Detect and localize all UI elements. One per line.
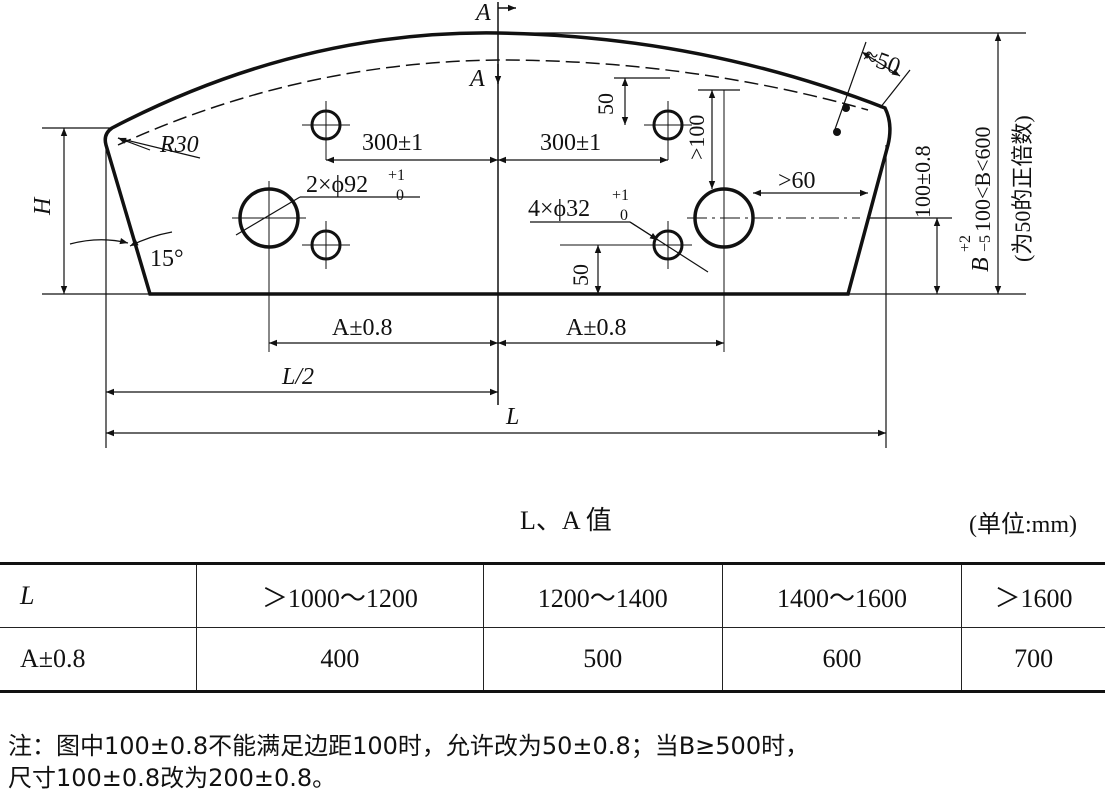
small-hole-callout: 4×ϕ32 — [528, 196, 590, 222]
table-caption: L、A 值 (单位:mm) — [0, 500, 1105, 538]
table-cell: 400 — [196, 627, 484, 693]
footnote-line-2: 尺寸100±0.8改为200±0.8。 — [8, 764, 337, 792]
dim-b-tol-upper: +2 — [957, 235, 974, 252]
dim-gt100: >100 — [684, 115, 709, 160]
table-cell: 700 — [961, 627, 1105, 693]
table-row: A±0.8 400 500 600 700 — [0, 627, 1105, 693]
big-hole-leader — [235, 196, 301, 236]
table-cell: ＞1000～1200 — [196, 562, 484, 628]
dim-a-left: A±0.8 — [332, 315, 393, 341]
table-title: L、A 值 — [520, 506, 612, 535]
big-hole-callout: 2×ϕ92 — [306, 172, 368, 198]
height-label: H — [30, 196, 56, 216]
small-hole-tol-lower: 0 — [620, 207, 628, 224]
dim-300-left: 300±1 — [362, 130, 423, 156]
dim-l-half: L/2 — [281, 364, 314, 390]
section-mark-lower: A — [468, 66, 485, 92]
table-cell: 500 — [482, 627, 723, 693]
dim-50-top: 50 — [593, 93, 618, 115]
dim-l: L — [505, 404, 519, 430]
footnote: 注：图中100±0.8不能满足边距100时，允许改为50±0.8；当B≥500时… — [8, 730, 809, 794]
l-a-value-table: L ＞1000～1200 1200～1400 1400～1600 ＞1600 A… — [0, 562, 1105, 693]
big-hole-tol-upper: +1 — [388, 167, 405, 184]
table-cell: ＞1600 — [961, 562, 1105, 628]
hole-centerlines — [232, 90, 860, 352]
dim-300-right: 300±1 — [540, 130, 601, 156]
technical-drawing: A A 300±1 300±1 R30 H 15° 2×ϕ92 +1 0 4×ϕ… — [30, 0, 1035, 448]
unit-label: (单位:mm) — [969, 512, 1077, 538]
table-cell: 1200～1400 — [482, 562, 723, 628]
dim-100: 100±0.8 — [910, 145, 935, 218]
table-cell: A±0.8 — [0, 627, 197, 693]
footnote-line-1: 注：图中100±0.8不能满足边距100时，允许改为50±0.8；当B≥500时… — [8, 732, 810, 760]
big-hole-tol-lower: 0 — [396, 187, 404, 204]
table-cell: 600 — [721, 627, 962, 693]
b-range: 100<B<600 — [970, 127, 995, 233]
b-note: (为50的正倍数) — [1010, 115, 1035, 262]
dim-b: B — [968, 257, 994, 272]
part-outline — [103, 31, 892, 296]
radius-leader — [117, 137, 201, 159]
table-cell: L — [0, 562, 197, 628]
dim-a-right: A±0.8 — [566, 315, 627, 341]
angle-label: 15° — [150, 246, 184, 272]
angle-arc — [69, 237, 129, 245]
dim-gt60: >60 — [778, 168, 816, 194]
dashed-inner-line — [117, 59, 869, 146]
dim-b-tol-lower: −5 — [977, 235, 994, 252]
dim-50-bottom: 50 — [568, 264, 593, 286]
dim-line-approx50 — [861, 51, 901, 77]
section-mark-top: A — [474, 0, 491, 26]
small-hole-tol-upper: +1 — [612, 187, 629, 204]
radius-label: R30 — [159, 132, 199, 158]
table-row: L ＞1000～1200 1200～1400 1400～1600 ＞1600 — [0, 562, 1105, 628]
table-cell: 1400～1600 — [721, 562, 962, 628]
